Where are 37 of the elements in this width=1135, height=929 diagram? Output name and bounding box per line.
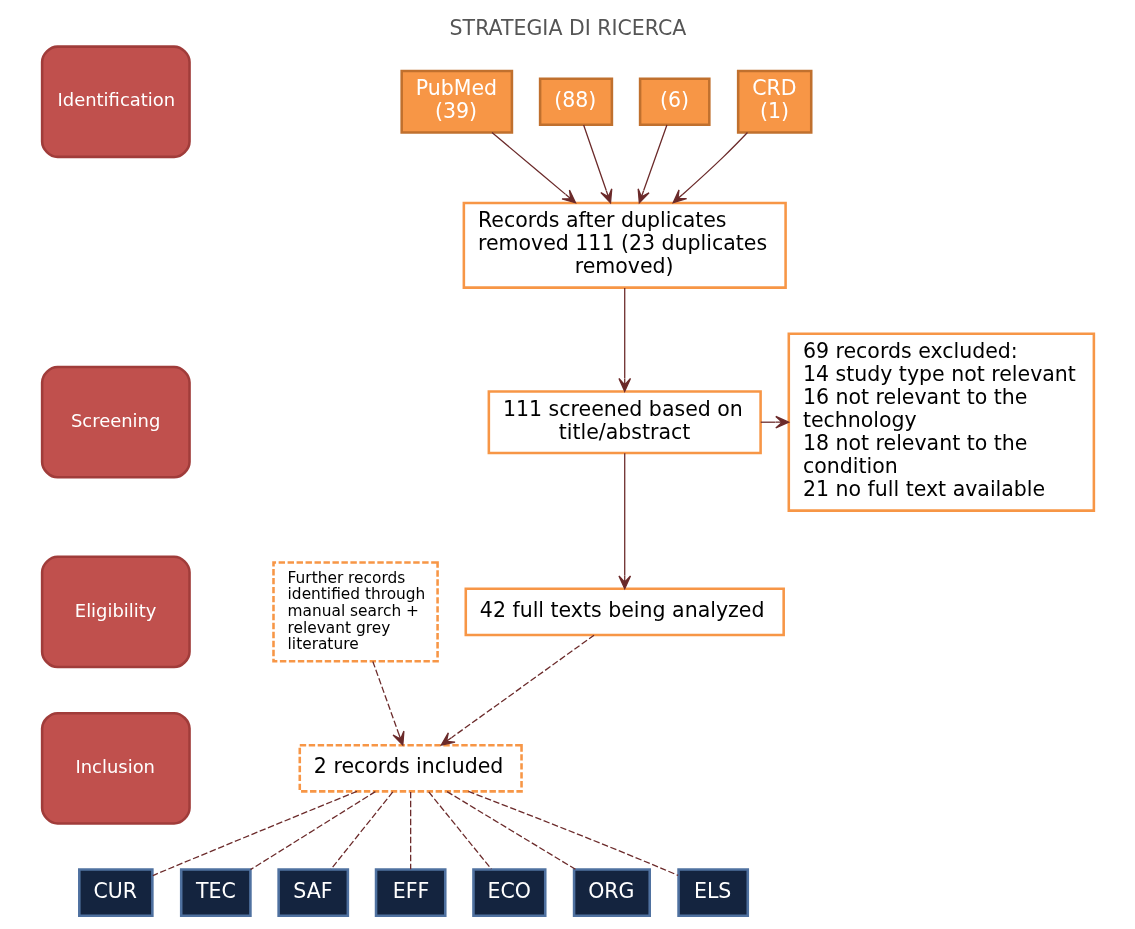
node-box: Inclusion bbox=[40, 711, 191, 825]
node-box: ELS bbox=[676, 868, 749, 917]
node-box: 2 records included bbox=[298, 743, 523, 793]
node-box: PubMed (39) bbox=[399, 69, 513, 134]
node-box: 69 records excluded: 14 study type not relevant 16 not relevant to the technology 18 not relevant to the condition 21 no full text available bbox=[787, 332, 1095, 512]
node-box: Screening bbox=[40, 365, 191, 479]
connector bbox=[329, 791, 393, 870]
node-box: Identification bbox=[40, 45, 191, 159]
arrow bbox=[617, 287, 631, 392]
connector bbox=[445, 791, 576, 871]
node-box: (88) bbox=[538, 77, 613, 127]
connector bbox=[467, 790, 679, 877]
connector bbox=[427, 791, 492, 870]
arrow bbox=[672, 131, 748, 204]
node-box: TEC bbox=[179, 868, 252, 917]
node-box: 42 full texts being analyzed bbox=[464, 587, 785, 637]
arrow bbox=[617, 452, 631, 590]
node-box: SAF bbox=[276, 868, 349, 917]
connector bbox=[409, 791, 411, 870]
arrow bbox=[371, 660, 405, 746]
arrow bbox=[490, 131, 576, 204]
node-box: EFF bbox=[374, 868, 447, 917]
node-box: Records after duplicates removed 111 (23 duplicates removed) bbox=[462, 201, 787, 289]
arrow bbox=[440, 634, 595, 746]
connector bbox=[249, 791, 376, 871]
node-box: Eligibility bbox=[40, 555, 191, 669]
node-box: Further records identified through manual search + relevant grey literature bbox=[271, 561, 439, 663]
arrow bbox=[582, 124, 612, 204]
connector bbox=[151, 790, 357, 877]
arrow bbox=[637, 124, 668, 204]
node-box: ECO bbox=[471, 868, 547, 917]
diagram-title: STRATEGIA DI RICERCA bbox=[449, 15, 686, 40]
node-box: (6) bbox=[638, 77, 711, 127]
node-box: CUR bbox=[77, 868, 154, 917]
node-box: ORG bbox=[572, 868, 651, 917]
node-box: CRD (1) bbox=[736, 69, 812, 134]
node-box: 111 screened based on title/abstract bbox=[487, 390, 762, 455]
